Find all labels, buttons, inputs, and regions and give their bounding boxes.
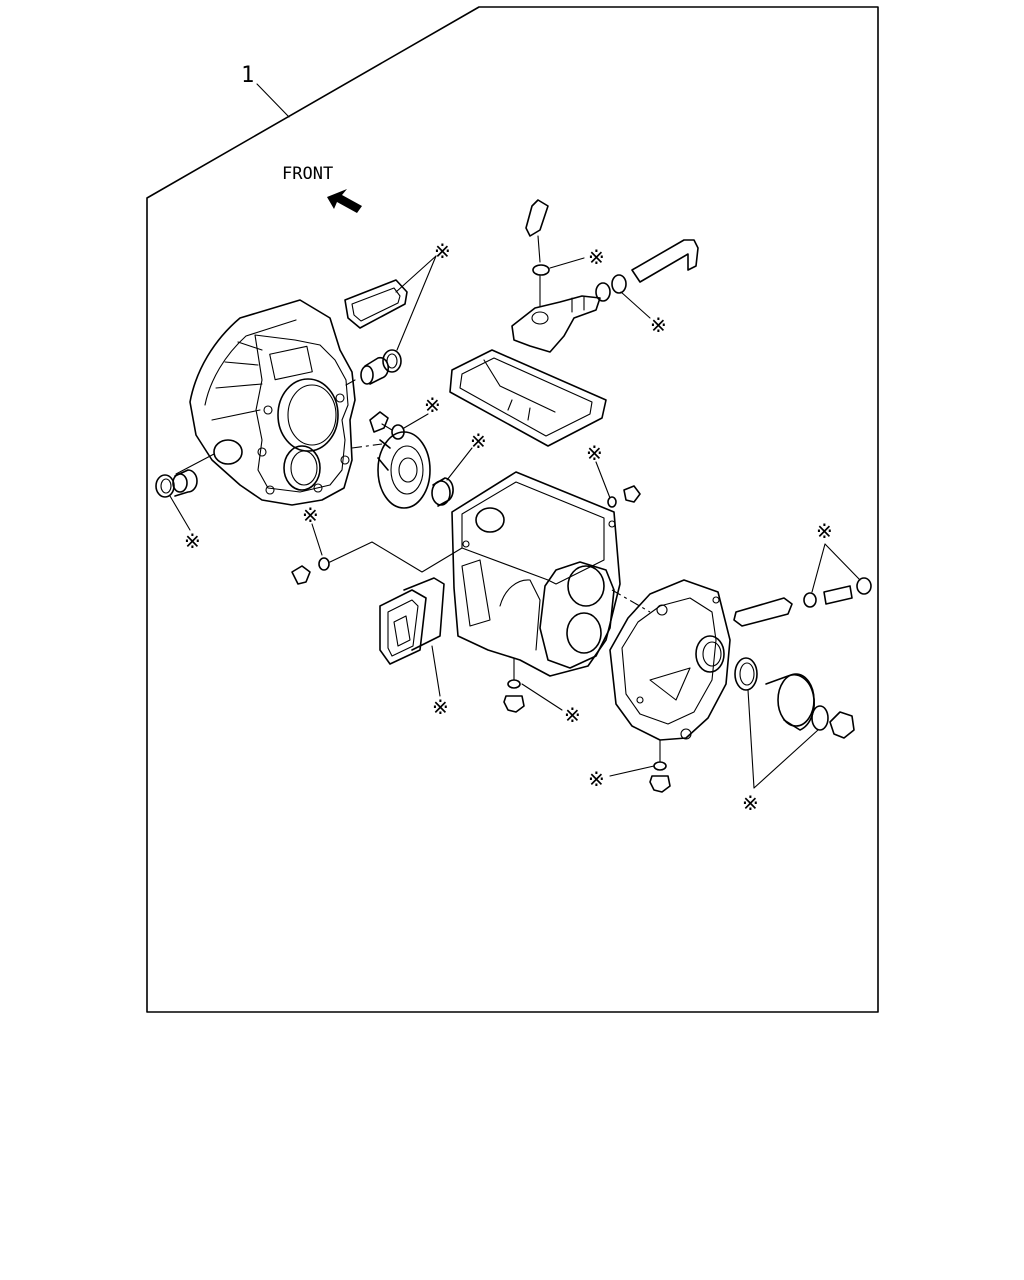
note-mark: ※	[564, 703, 581, 727]
bearing-retainer	[351, 431, 473, 509]
top-cover	[449, 349, 607, 447]
callout-number: 1	[241, 63, 254, 88]
note-mark: ※	[742, 791, 759, 815]
shift-housing	[511, 274, 651, 353]
note-mark: ※	[650, 313, 667, 337]
note-mark: ※	[588, 767, 605, 791]
note-mark: ※	[434, 239, 451, 263]
note-mark: ※	[588, 245, 605, 269]
note-mark: ※	[302, 503, 319, 527]
extension-housing	[609, 579, 731, 741]
shift-lever-bracket	[525, 199, 585, 307]
bolt-washer	[369, 411, 429, 440]
speedometer-gear	[733, 543, 872, 627]
note-mark: ※	[424, 393, 441, 417]
shift-shaft	[631, 239, 699, 283]
callout-leader	[256, 83, 290, 118]
note-mark: ※	[470, 429, 487, 453]
side-cover-gasket	[379, 577, 445, 697]
note-marks: ※ ※ ※ ※ ※ ※ ※ ※ ※ ※ ※ ※ ※ ※	[184, 239, 833, 815]
oil-seal-left	[155, 469, 198, 531]
note-mark: ※	[184, 529, 201, 553]
bushing-seal	[345, 349, 402, 386]
note-mark: ※	[816, 519, 833, 543]
kit-frame	[146, 6, 879, 1013]
gasket-cover-plate	[344, 279, 408, 329]
note-mark: ※	[586, 441, 603, 465]
drain-plug-case	[503, 657, 563, 713]
clutch-housing	[175, 299, 356, 506]
drain-plug-extension	[609, 739, 671, 793]
rear-flange-set	[734, 657, 855, 789]
note-mark: ※	[432, 695, 449, 719]
plug-bolt	[595, 461, 641, 508]
front-label: FRONT	[282, 164, 333, 184]
transmission-case	[451, 471, 621, 677]
arrow-front-icon	[327, 189, 362, 213]
breather-plug	[291, 523, 330, 585]
